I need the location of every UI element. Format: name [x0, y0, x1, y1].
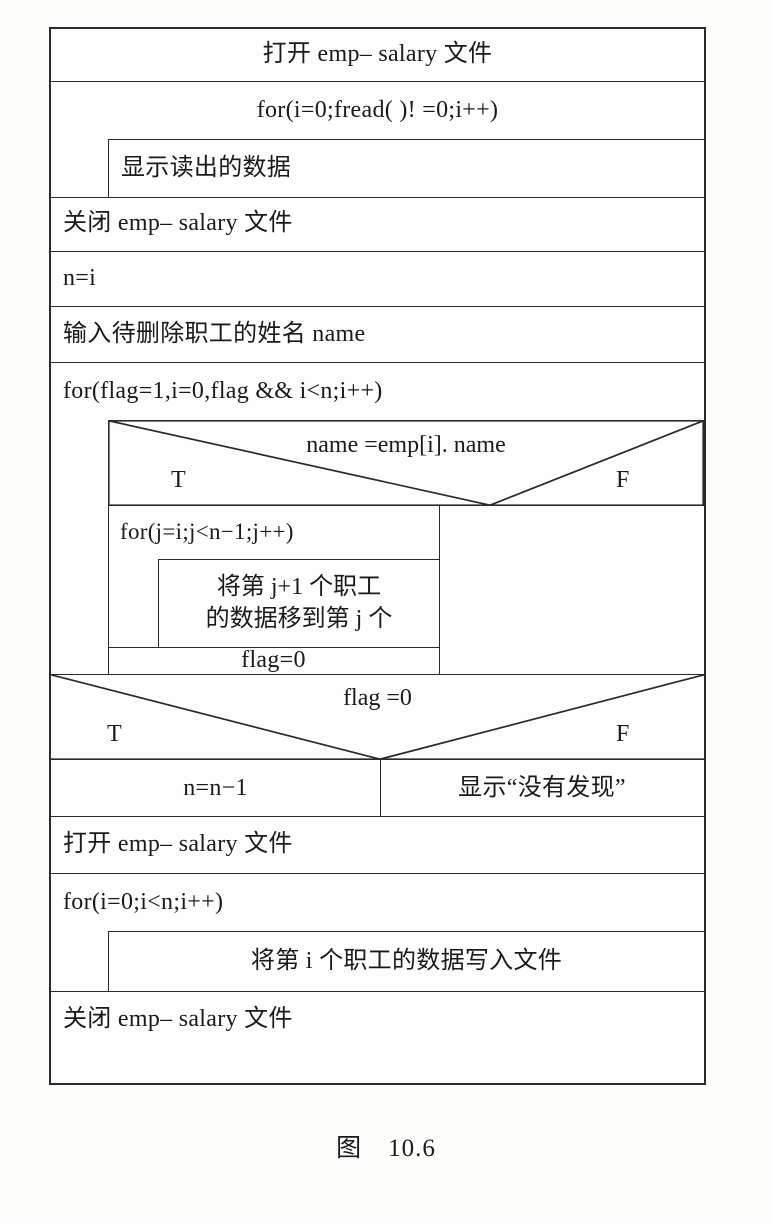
- block-show-read-data: 显示读出的数据: [108, 139, 704, 197]
- block-text: 关闭 emp– salary 文件: [63, 210, 293, 237]
- divider-before-flag-reset: [108, 647, 439, 648]
- block-for-search-loop: for(flag=1,i=0,flag && i<n;i++): [51, 363, 704, 420]
- branch-true-false-divider: [439, 506, 440, 674]
- block-text: n=i: [63, 265, 97, 292]
- block-false-branch-empty: [439, 506, 704, 674]
- block-text-line1: 将第 j+1 个职工: [216, 573, 382, 600]
- block-text: 输入待删除职工的姓名 name: [63, 320, 366, 347]
- block-input-name: 输入待删除职工的姓名 name: [51, 307, 704, 363]
- block-text-line2: 的数据移到第 j 个: [205, 605, 393, 632]
- block-text: for(i=0;fread( )! =0;i++): [256, 96, 499, 123]
- condition-diamond-shape: [108, 420, 704, 506]
- block-decrement-n: n=n−1: [51, 760, 380, 817]
- block-text: 打开 emp– salary 文件: [63, 831, 293, 858]
- condition-name-match: name =emp[i]. name T F: [108, 420, 704, 506]
- block-open-file-top: 打开 emp– salary 文件: [51, 29, 704, 82]
- block-text: n=n−1: [183, 774, 248, 801]
- caption-number: 10.6: [388, 1135, 436, 1162]
- block-text: 显示读出的数据: [121, 154, 292, 181]
- caption-label: 图: [336, 1135, 363, 1162]
- block-flag-reset: flag=0: [108, 647, 439, 674]
- row-flag-branch-results: [51, 760, 704, 817]
- block-text: 显示“没有发现”: [458, 774, 626, 801]
- divider-after-write-loop: [51, 991, 704, 992]
- ns-flowchart: 打开 emp– salary 文件 for(i=0;fread( )! =0;i…: [49, 27, 706, 1085]
- figure-caption: 图 10.6: [0, 1128, 772, 1164]
- block-open-file-write: 打开 emp– salary 文件: [51, 817, 704, 874]
- block-for-read-loop: for(i=0;fread( )! =0;i++): [51, 82, 704, 139]
- block-text: 将第 i 个职工的数据写入文件: [250, 947, 563, 974]
- result-branch-divider: [380, 760, 381, 817]
- condition-flag-zero: flag =0 T F: [51, 674, 704, 760]
- block-show-not-found: 显示“没有发现”: [380, 760, 704, 817]
- block-text: for(i=0;i<n;i++): [63, 888, 224, 915]
- block-for-shift-loop: for(j=i;j<n−1;j++): [108, 506, 439, 559]
- block-close-file-1: 关闭 emp– salary 文件: [51, 197, 704, 252]
- block-close-file-2: 关闭 emp– salary 文件: [51, 991, 704, 1048]
- block-text: 关闭 emp– salary 文件: [63, 1005, 293, 1032]
- block-text: for(flag=1,i=0,flag && i<n;i++): [63, 377, 383, 404]
- block-for-write-loop: for(i=0;i<n;i++): [51, 874, 704, 931]
- block-text-multiline: 将第 j+1 个职工 的数据移到第 j 个: [206, 572, 393, 635]
- divider-after-read-loop: [51, 197, 704, 198]
- block-assign-n: n=i: [51, 252, 704, 307]
- branch-left-edge: [108, 506, 109, 674]
- block-text: for(j=i;j<n−1;j++): [120, 519, 294, 545]
- block-text: 打开 emp– salary 文件: [262, 41, 493, 68]
- divider-after-search-loop: [51, 674, 704, 675]
- condition-diamond-shape: [51, 674, 704, 760]
- block-write-record: 将第 i 个职工的数据写入文件: [108, 931, 704, 991]
- block-text: flag=0: [241, 646, 306, 673]
- block-shift-record: 将第 j+1 个职工 的数据移到第 j 个: [158, 559, 439, 647]
